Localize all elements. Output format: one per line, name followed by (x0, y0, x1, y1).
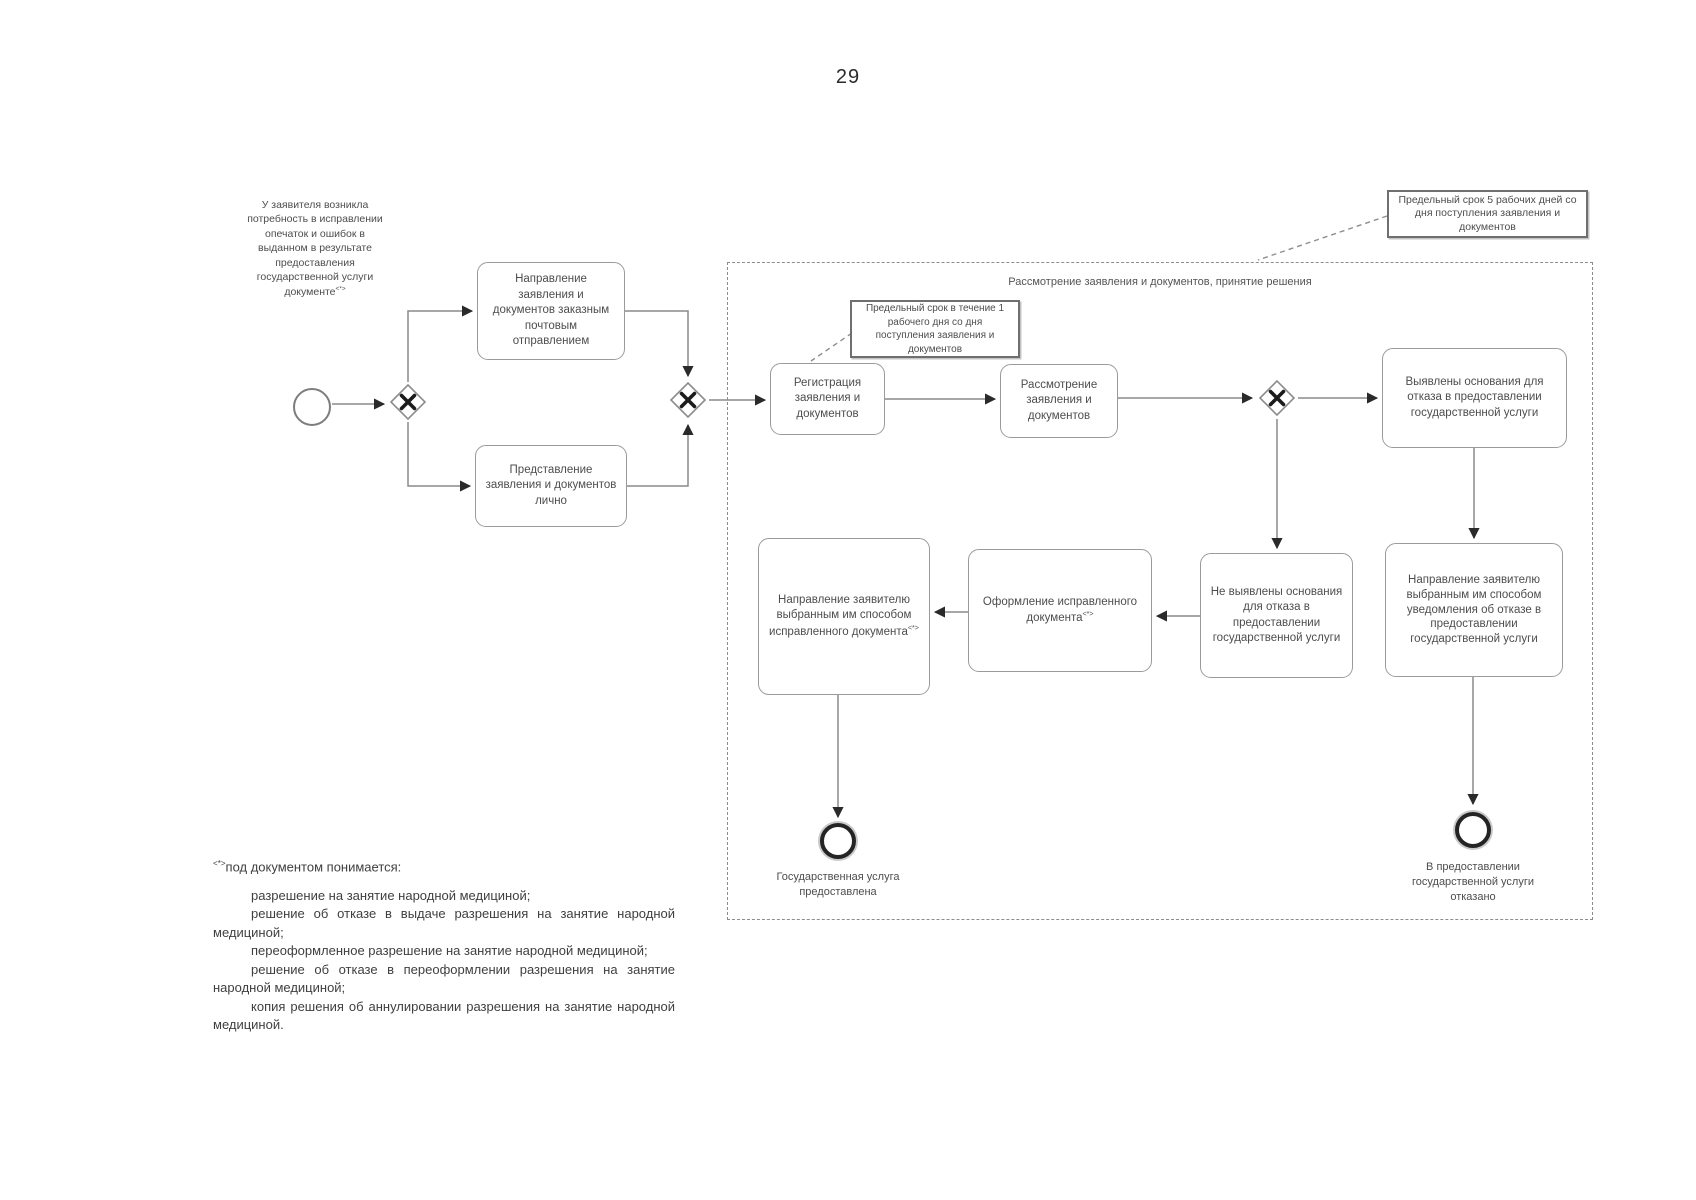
task-mail-submission: Направление заявления и документов заказ… (477, 262, 625, 360)
task-registration: Регистрация заявления и документов (770, 363, 885, 435)
exclusive-gateway-icon (669, 381, 707, 419)
task-review: Рассмотрение заявления и документов (1000, 364, 1118, 438)
task-personal-submission: Представление заявления и документов лич… (475, 445, 627, 527)
footnote-marker: <*> (213, 859, 226, 868)
task-no-grounds: Не выявлены основания для отказа в предо… (1200, 553, 1353, 678)
annotation-one-day: Предельный срок в течение 1 рабочего дня… (850, 300, 1020, 358)
task-prepare-corrected-document: Оформление исправленного документа<*> (968, 549, 1152, 672)
end-event-provided (820, 823, 856, 859)
flow-mail-to-merge-gateway (625, 310, 694, 378)
task-label-text: Направление заявителю выбранным им спосо… (769, 593, 912, 638)
association-five-days-annotation (1257, 215, 1388, 261)
task-grounds-found: Выявлены основания для отказа в предоста… (1382, 348, 1567, 448)
footnote-item: решение об отказе в выдаче разрешения на… (213, 906, 675, 940)
subprocess-container (727, 262, 1593, 920)
start-note: У заявителя возникла потребность в испра… (240, 198, 390, 299)
start-event (293, 388, 331, 426)
end-event-refused (1455, 812, 1491, 848)
task-send-refusal-notice: Направление заявителю выбранным им спосо… (1385, 543, 1563, 677)
footnote-intro: <*>под документом понимается: (213, 858, 675, 877)
start-note-text: У заявителя возникла потребность в испра… (247, 199, 383, 298)
gateway-decision (1257, 378, 1297, 418)
footnote-item: разрешение на занятие народной медициной… (251, 887, 531, 903)
footnote-intro-text: под документом понимается: (225, 859, 402, 875)
flow-split-to-personal-task (407, 422, 472, 492)
task-label: Оформление исправленного документа<*> (977, 595, 1143, 627)
footnote-ref-icon: <*> (907, 623, 919, 632)
task-label-text: Оформление исправленного документа (982, 595, 1138, 624)
footnote-item: решение об отказе в переоформлении разре… (213, 961, 675, 996)
footnote-ref-icon: <*> (335, 285, 346, 293)
gateway-merge (668, 380, 708, 420)
gateway-split (388, 382, 428, 422)
annotation-five-days: Предельный срок 5 рабочих дней со дня по… (1387, 190, 1588, 238)
footnote-item: переоформленное разрешение на занятие на… (251, 943, 648, 959)
footnote-ref-icon: <*> (1082, 610, 1094, 619)
subprocess-title: Рассмотрение заявления и документов, при… (1008, 276, 1312, 288)
exclusive-gateway-icon (1258, 379, 1296, 417)
flow-personal-to-merge-gateway (627, 423, 694, 487)
association-one-day-annotation (810, 332, 853, 362)
exclusive-gateway-icon (389, 383, 427, 421)
end-label-provided: Государственная услуга предоставлена (776, 871, 900, 898)
footnote-item: копия решения об аннулировании разрешени… (213, 998, 675, 1032)
page-number: 29 (835, 66, 861, 88)
flow-split-to-mail-task (407, 305, 474, 382)
task-send-corrected-document: Направление заявителю выбранным им спосо… (758, 538, 930, 695)
end-label-refused: В предоставлении государственной услуги … (1412, 861, 1534, 903)
task-label: Направление заявителю выбранным им спосо… (767, 593, 921, 640)
footnote: <*>под документом понимается: разрешение… (213, 858, 675, 1034)
